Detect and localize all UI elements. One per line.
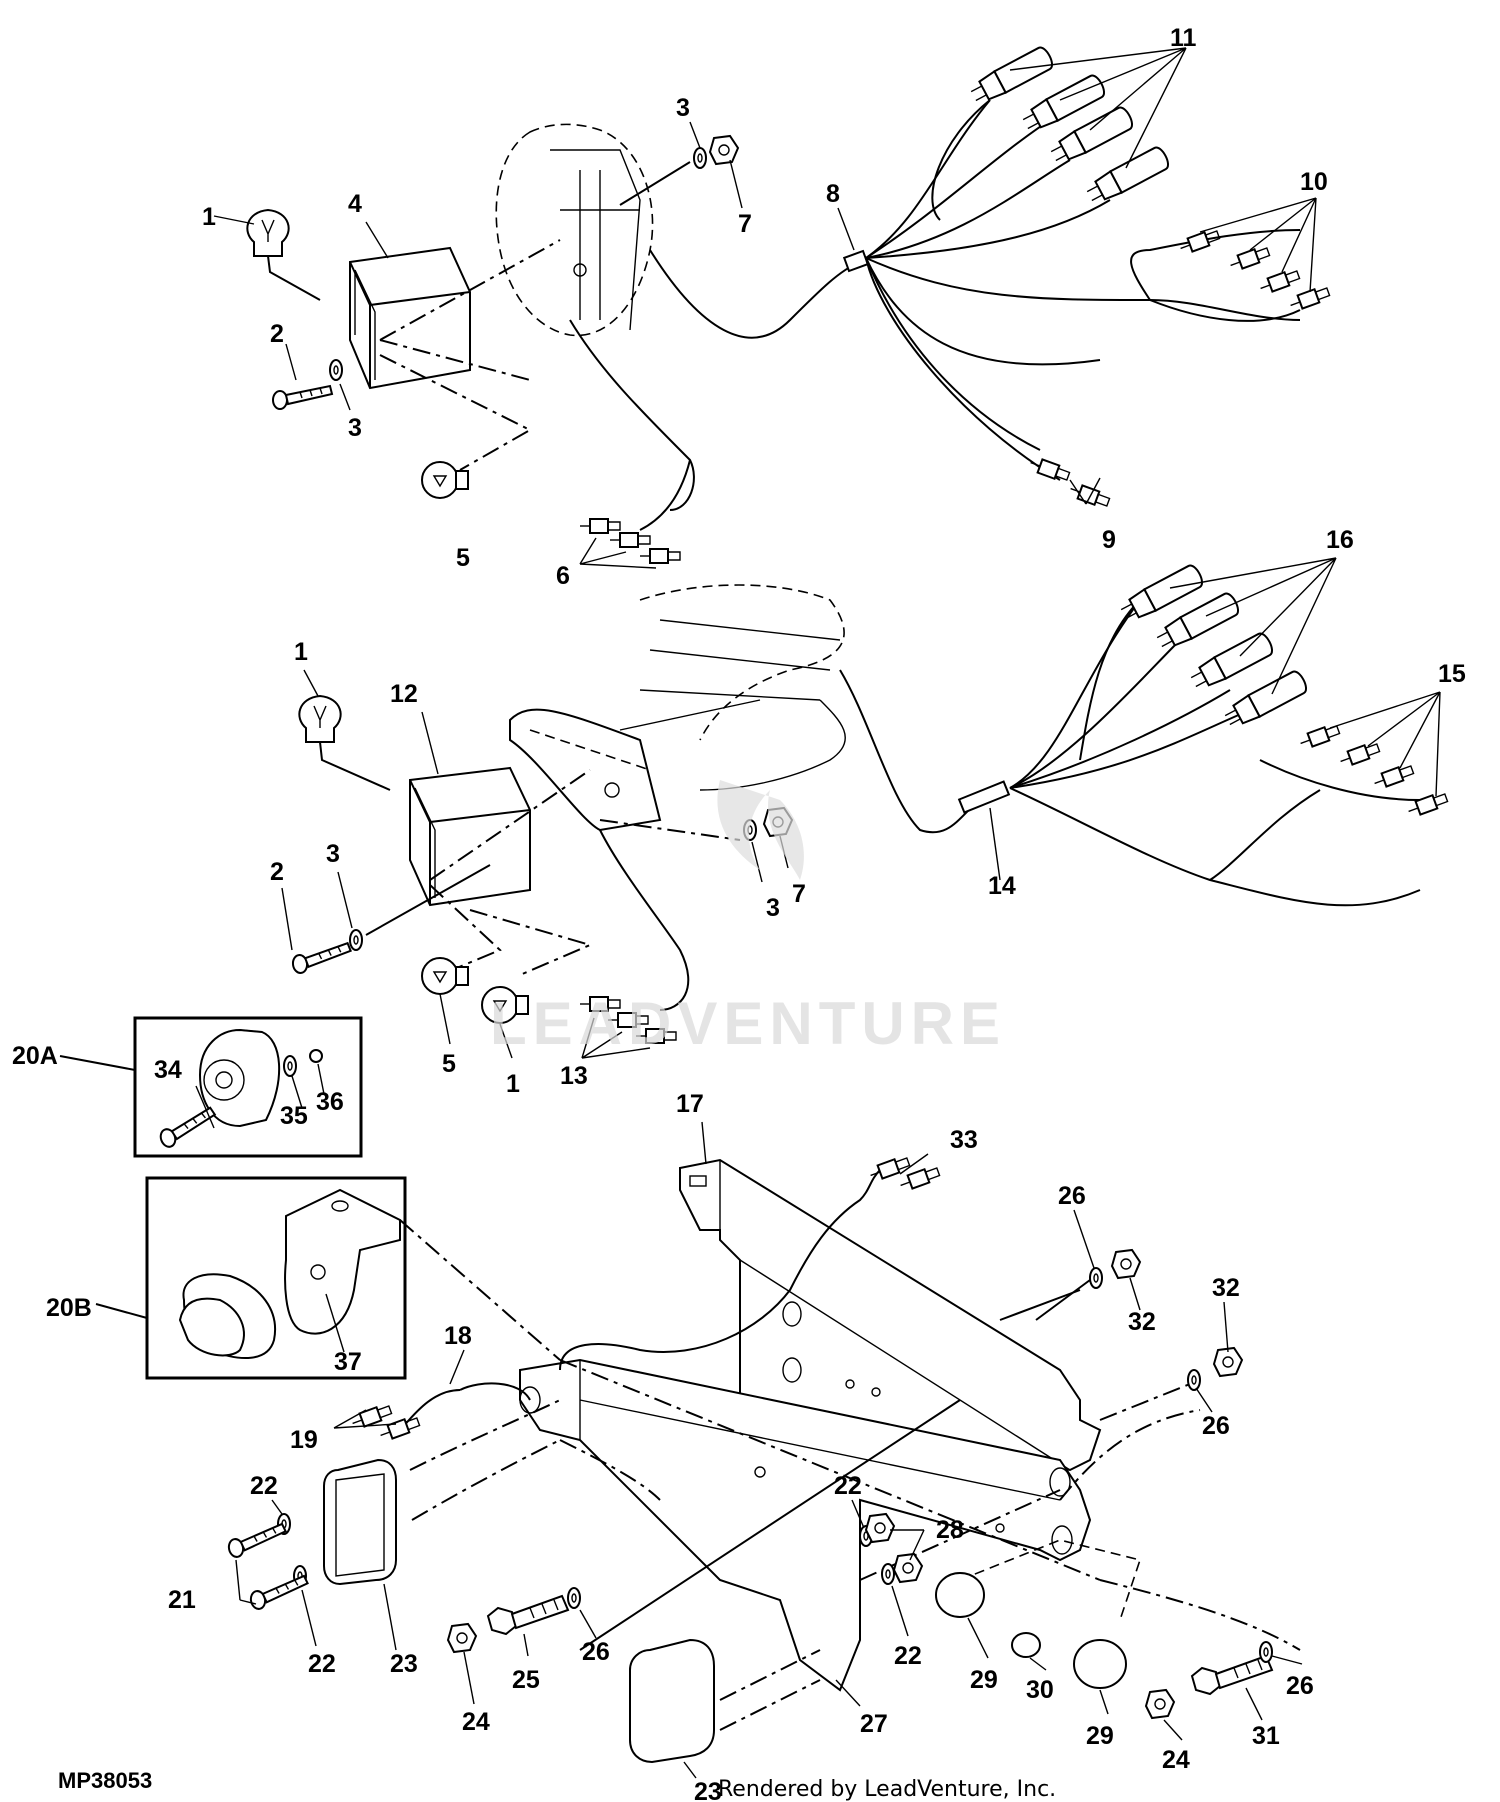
callout-3: 3 bbox=[326, 840, 340, 868]
callout-6: 6 bbox=[556, 562, 570, 590]
item-20b-box bbox=[95, 1176, 407, 1380]
callout-5: 5 bbox=[456, 544, 470, 572]
callout-31: 31 bbox=[1252, 1722, 1280, 1750]
callout-11: 11 bbox=[1170, 24, 1197, 52]
callout-17: 17 bbox=[676, 1090, 704, 1118]
callout-3: 3 bbox=[766, 894, 780, 922]
callout-22: 22 bbox=[250, 1472, 278, 1500]
callout-28: 28 bbox=[936, 1516, 964, 1544]
callout-1: 1 bbox=[506, 1070, 520, 1098]
bottom-panel-assembly bbox=[225, 1154, 1301, 1764]
callout-26: 26 bbox=[582, 1638, 610, 1666]
callout-25: 25 bbox=[512, 1666, 540, 1694]
callout-5: 5 bbox=[442, 1050, 456, 1078]
callout-18: 18 bbox=[444, 1322, 472, 1350]
callout-8: 8 bbox=[826, 180, 840, 208]
callout-35: 35 bbox=[280, 1102, 308, 1130]
callout-7: 7 bbox=[792, 880, 806, 908]
watermark-text: LEADVENTURE bbox=[490, 990, 1006, 1057]
callout-33: 33 bbox=[950, 1126, 978, 1154]
callout-13: 13 bbox=[560, 1062, 588, 1090]
callout-2: 2 bbox=[270, 858, 284, 886]
item-20a-box bbox=[59, 1016, 363, 1158]
callout-37: 37 bbox=[334, 1348, 362, 1376]
callout-27: 27 bbox=[860, 1710, 888, 1738]
top-lamp-assembly bbox=[246, 44, 1332, 564]
callout-3: 3 bbox=[348, 414, 362, 442]
callout-1: 1 bbox=[202, 203, 216, 231]
callout-22: 22 bbox=[308, 1650, 336, 1678]
callout-3: 3 bbox=[676, 94, 690, 122]
callout-24: 24 bbox=[1162, 1746, 1190, 1774]
callout-34: 34 bbox=[154, 1056, 182, 1084]
callout-7: 7 bbox=[738, 210, 752, 238]
callout-26: 26 bbox=[1286, 1672, 1314, 1700]
callout-15: 15 bbox=[1438, 660, 1466, 688]
callout-21: 21 bbox=[168, 1586, 196, 1614]
callout-14: 14 bbox=[988, 872, 1016, 900]
callout-26: 26 bbox=[1058, 1182, 1086, 1210]
callout-9: 9 bbox=[1102, 526, 1116, 554]
callout-leaders bbox=[195, 47, 1441, 1779]
callout-2: 2 bbox=[270, 320, 284, 348]
watermark: LEADVENTURE bbox=[490, 780, 1006, 1057]
diagram-reference-code: MP38053 bbox=[58, 1768, 152, 1793]
callout-23: 23 bbox=[390, 1650, 418, 1678]
callout-32: 32 bbox=[1128, 1308, 1156, 1336]
callout-labels: 1 4 2 3 3 7 8 11 10 9 5 6 1 12 2 3 3 7 1… bbox=[12, 24, 1466, 1802]
callout-12: 12 bbox=[390, 680, 418, 708]
callout-32: 32 bbox=[1212, 1274, 1240, 1302]
callout-23: 23 bbox=[694, 1778, 722, 1802]
callout-36: 36 bbox=[316, 1088, 344, 1116]
callout-29: 29 bbox=[970, 1666, 998, 1694]
render-credit: Rendered by LeadVenture, Inc. bbox=[718, 1777, 1056, 1802]
callout-20b: 20B bbox=[46, 1294, 92, 1322]
callout-24: 24 bbox=[462, 1708, 490, 1736]
callout-16: 16 bbox=[1326, 526, 1354, 554]
callout-1: 1 bbox=[294, 638, 308, 666]
callout-22: 22 bbox=[894, 1642, 922, 1670]
callout-30: 30 bbox=[1026, 1676, 1054, 1704]
callout-10: 10 bbox=[1300, 168, 1328, 196]
callout-22: 22 bbox=[834, 1472, 862, 1500]
callout-20a: 20A bbox=[12, 1042, 58, 1070]
callout-19: 19 bbox=[290, 1426, 318, 1454]
callout-29: 29 bbox=[1086, 1722, 1114, 1750]
callout-26: 26 bbox=[1202, 1412, 1230, 1440]
callout-4: 4 bbox=[348, 190, 362, 218]
middle-lamp-assembly bbox=[290, 562, 1450, 1044]
